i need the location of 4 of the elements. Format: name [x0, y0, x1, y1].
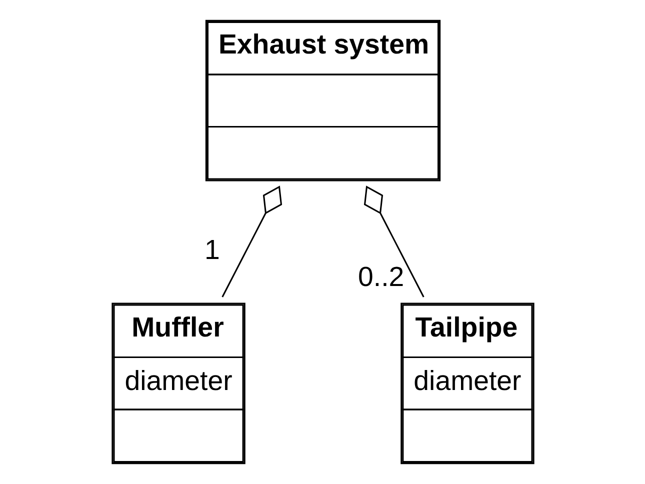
edge-label: 1 — [204, 234, 220, 265]
connector — [221, 186, 282, 298]
edge-label: 0..2 — [358, 260, 404, 292]
connector — [363, 186, 424, 298]
